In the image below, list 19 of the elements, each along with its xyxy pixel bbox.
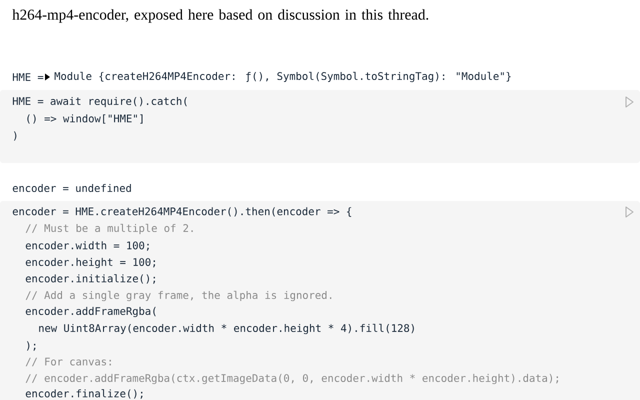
code-line: ) <box>14 131 16 141</box>
code-line: ); <box>26 341 36 351</box>
module-output: Module {createH264MP4Encoder: ƒ(), Symbol(Symbol.toStringTag): "Module"} <box>54 72 511 82</box>
code-line: encoder.height = 100; <box>26 258 155 268</box>
code-comment: // encoder.addFrameRgba(ctx.getImageData(0, 0, encoder.width * encoder.height).data); <box>26 374 558 384</box>
code-comment: // Add a single gray frame, the alpha is ignored. <box>26 290 332 302</box>
code-line: encoder.addFrameRgba( <box>26 306 156 318</box>
code-line: encoder.initialize(); <box>26 274 155 284</box>
code-line: encoder.finalize(); <box>26 389 142 399</box>
paragraph: h264-mp4-encoder, exposed here based on discussion in this thread. <box>12 9 428 23</box>
code-line: () => window["HME"] <box>27 114 142 124</box>
code-output: HME = <box>12 73 44 81</box>
code-line: encoder.width = 100; <box>26 241 149 251</box>
code-line: encoder = HME.createH264MP4Encoder().then(encoder => { <box>12 207 352 217</box>
code-comment: // For canvas: <box>26 358 111 366</box>
code-line: HME = await require().catch( <box>12 96 187 108</box>
code-output: encoder = undefined <box>12 184 131 192</box>
code-comment: // Must be a multiple of 2. <box>26 224 193 234</box>
code-line: new Uint8Array(encoder.width * encoder.height * 4).fill(128) <box>39 324 414 334</box>
